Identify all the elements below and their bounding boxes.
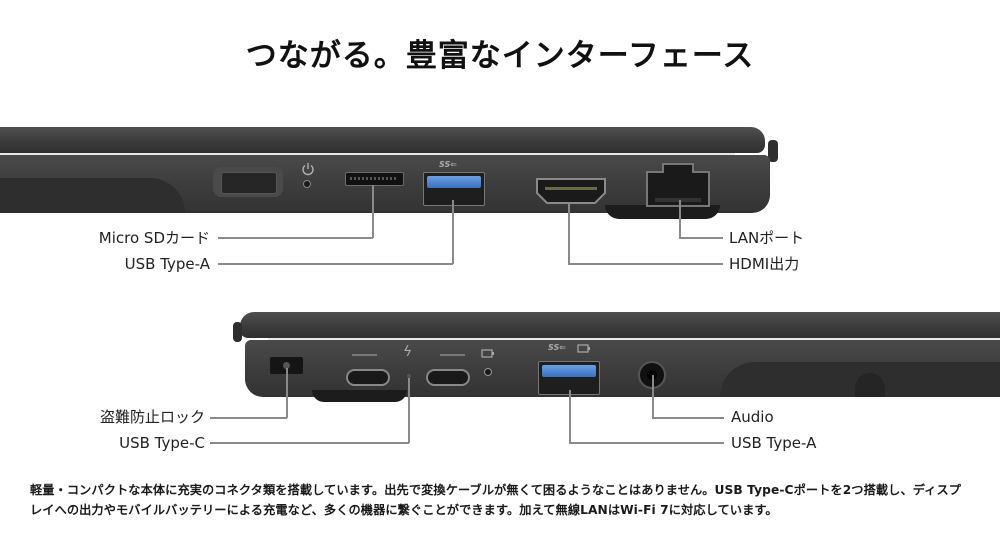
label-usb-type-c: USB Type-C: [119, 434, 205, 452]
label-micro-sd: Micro SDカード: [98, 229, 210, 247]
leader-lan: [679, 200, 681, 238]
thunderbolt-led: [407, 374, 411, 378]
leader-usb-a-bottom-h: [569, 442, 724, 444]
laptop-lid: [0, 127, 765, 153]
thunderbolt-icon: ϟ: [403, 344, 413, 360]
leader-lan-h: [679, 237, 723, 239]
leader-audio-h: [652, 417, 724, 419]
leader-security-lock: [286, 368, 288, 418]
power-led: [303, 180, 311, 188]
label-usb-type-a-bottom: USB Type-A: [731, 434, 817, 452]
label-security-lock: 盗難防止ロック: [99, 408, 205, 426]
micro-sd-slot: [345, 172, 404, 186]
charge-led: [484, 368, 492, 376]
usb-c-port-2-marker: [440, 354, 465, 356]
power-icon: [302, 163, 314, 176]
leader-audio: [652, 375, 654, 418]
battery-charge-icon: [577, 344, 590, 353]
label-usb-type-a: USB Type-A: [124, 255, 210, 273]
description-line-1: 軽量・コンパクトな本体に充実のコネクタ類を搭載しています。出先で変換ケーブルが無…: [30, 483, 962, 497]
description: 軽量・コンパクトな本体に充実のコネクタ類を搭載しています。出先で変換ケーブルが無…: [30, 480, 980, 520]
leader-security-lock-h: [210, 417, 287, 419]
security-lock-slot: [270, 357, 303, 374]
leader-hdmi-h: [568, 263, 723, 265]
usb-type-a-port: [423, 172, 485, 206]
rubber-foot: [855, 373, 885, 397]
lan-port: [646, 163, 710, 207]
leader-usb-c: [408, 378, 410, 443]
lid-gap: [0, 153, 735, 155]
label-hdmi: HDMI出力: [729, 255, 800, 273]
power-button[interactable]: [213, 167, 283, 197]
leader-usb-a-bottom: [569, 390, 571, 443]
page-title: つながる。豊富なインターフェース: [245, 38, 755, 74]
lid-gap: [268, 338, 1000, 340]
base-recess: [0, 178, 185, 213]
hinge: [233, 322, 242, 342]
label-audio: Audio: [731, 408, 774, 426]
superspeed-usb-icon: SS⇐: [439, 160, 457, 169]
leader-usb-a-h: [218, 263, 453, 265]
battery-icon: [481, 349, 494, 358]
usb-c-port-1-marker: [352, 354, 377, 356]
leader-usb-c-h: [210, 442, 409, 444]
usb-type-a-port: [538, 361, 600, 395]
leader-hdmi: [568, 202, 570, 264]
hinge: [768, 140, 778, 162]
laptop-lid: [240, 312, 1000, 338]
usb-type-c-port-1: [346, 369, 390, 386]
label-lan-port: LANポート: [729, 229, 805, 247]
laptop-foot: [605, 205, 720, 219]
leader-micro-sd: [372, 185, 374, 238]
hdmi-port: [536, 178, 606, 204]
leader-micro-sd-h: [218, 237, 373, 239]
laptop-foot: [312, 390, 407, 402]
usb-type-c-port-2: [426, 369, 470, 386]
leader-usb-a: [452, 200, 454, 264]
description-line-2: レイへの出力やモバイルバッテリーによる充電など、多くの機器に繋ぐことができます。…: [30, 503, 778, 517]
superspeed-usb-icon: SS⇐: [548, 343, 566, 352]
